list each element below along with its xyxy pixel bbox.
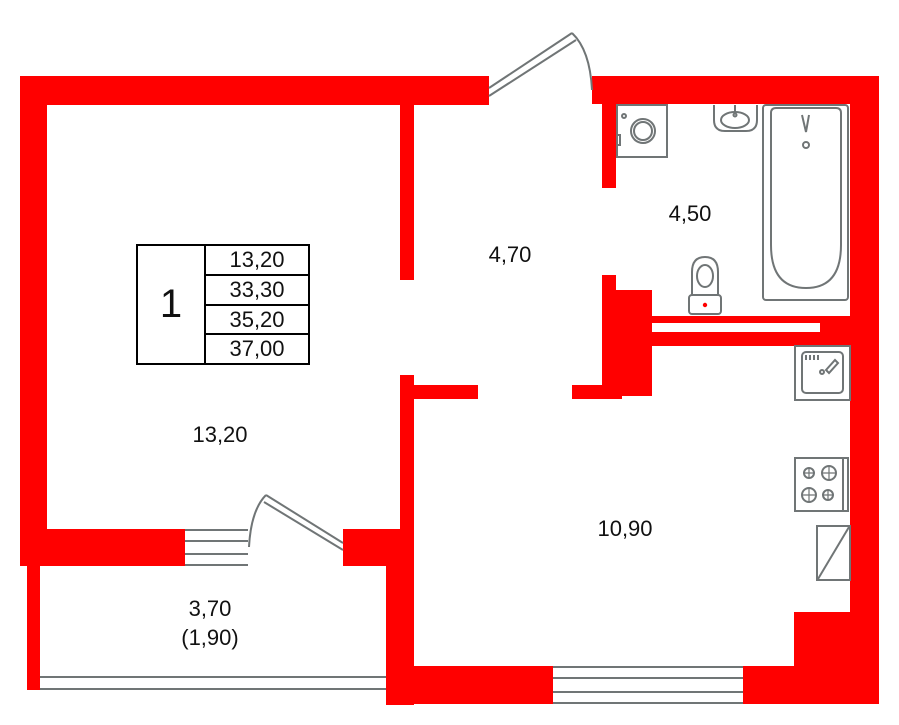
- kitchen-sink-icon: [794, 345, 851, 401]
- wall-left-outer: [20, 76, 47, 566]
- wall-bottom-right: [743, 666, 879, 704]
- wall-right-outer: [850, 76, 879, 700]
- wall-living-hall-upper: [400, 100, 414, 280]
- entrance-door[interactable]: [488, 32, 593, 97]
- kitchen-area: 10,90: [597, 516, 653, 541]
- wall-bath-left-upper: [602, 100, 616, 188]
- living-room-window: [185, 529, 248, 566]
- washbasin-icon: [713, 105, 758, 132]
- area-living: 13,20: [206, 246, 308, 276]
- wall-living-bottom-left: [20, 529, 185, 566]
- living-room-area: 13,20: [192, 422, 248, 447]
- wall-bath-shaft: [615, 290, 652, 396]
- wall-kitchen-left: [386, 565, 414, 705]
- apartment-summary-table: 1 13,20 33,30 35,20 37,00: [136, 244, 310, 365]
- bathtub-icon: [762, 104, 849, 301]
- balcony-area-reduced: (1,90): [181, 625, 239, 650]
- area-total: 35,20: [206, 306, 308, 336]
- area-list: 13,20 33,30 35,20 37,00: [206, 246, 308, 363]
- balcony-area: 3,70: [188, 596, 232, 621]
- wall-balcony-left: [27, 560, 40, 690]
- area-living-total: 33,30: [206, 276, 308, 306]
- wall-living-hall-lower: [400, 375, 414, 571]
- hallway-area: 4,70: [488, 242, 532, 267]
- balcony-glazing: [40, 676, 386, 690]
- kitchen-window: [553, 666, 743, 704]
- area-total-with-balcony: 37,00: [229, 336, 285, 362]
- stove-icon: [794, 457, 849, 512]
- room-count: 1: [138, 246, 206, 363]
- refrigerator-icon: [816, 525, 851, 581]
- bathroom-area: 4,50: [668, 201, 712, 226]
- wall-hall-stub-left: [410, 385, 478, 399]
- wall-living-bottom-right: [343, 529, 414, 566]
- toilet-icon: [688, 255, 722, 315]
- wall-bath-left-lower: [602, 275, 616, 399]
- balcony-door[interactable]: [248, 494, 344, 551]
- wall-top-right: [592, 76, 879, 104]
- wall-bath-kitchen: [650, 316, 879, 323]
- washing-machine-icon: [616, 104, 668, 158]
